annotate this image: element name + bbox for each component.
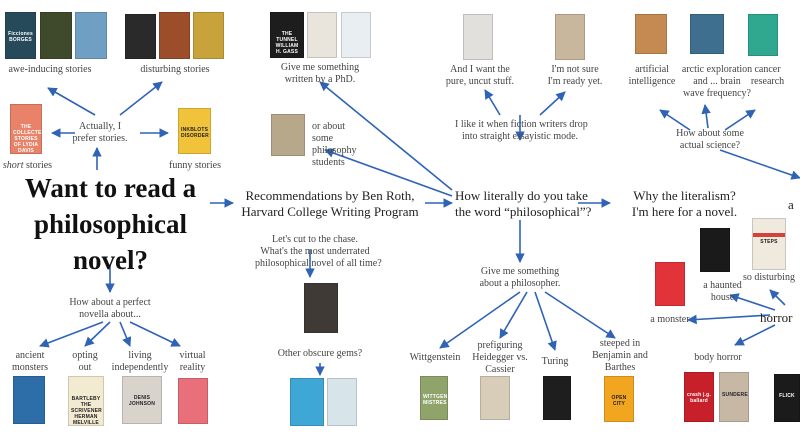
node-turing: Turing xyxy=(541,356,569,367)
book-cover xyxy=(307,12,337,58)
node-not-sure: I'm not sure I'm ready yet. xyxy=(547,64,603,87)
node-pure-stuff: And I want the pure, uncut stuff. xyxy=(445,64,515,87)
book-cover-ficciones: Ficciones BORGES xyxy=(5,12,36,59)
arrow xyxy=(47,87,96,116)
node-so-disturbing: so disturbing xyxy=(743,272,795,283)
arrow xyxy=(119,321,132,347)
book-cover-inkblots: INKBLOTS DISORDER xyxy=(178,108,211,154)
book-cover-flick: FLICK xyxy=(774,374,800,422)
node-short-stories: short stories xyxy=(2,160,53,171)
node-heidegger: prefiguring Heidegger vs. Cassier xyxy=(472,340,528,375)
book-cover-open-city: OPEN CITY xyxy=(604,376,634,422)
node-artificial-intelligence: artificial intelligence xyxy=(628,64,676,87)
arrow xyxy=(701,104,711,129)
arrow xyxy=(119,81,163,116)
arrow xyxy=(39,321,104,348)
node-ancient-monsters: ancient monsters xyxy=(11,350,49,373)
node-virtual-reality: virtual reality xyxy=(179,350,206,373)
node-essayistic: I like it when fiction writers drop into… xyxy=(455,119,588,142)
node-cut-to-chase: Let's cut to the chase. What's the most … xyxy=(255,234,382,269)
book-cover xyxy=(75,12,107,59)
book-cover xyxy=(635,14,667,54)
node-why-literalism: Why the literalism? I'm here for a novel… xyxy=(631,188,738,219)
arrow xyxy=(769,289,786,306)
book-cover xyxy=(304,283,338,333)
book-cover-crash: crash j.g. ballard xyxy=(684,372,714,422)
book-cover xyxy=(655,262,685,306)
node-cutoff-a: a xyxy=(788,197,794,212)
book-cover xyxy=(40,12,72,59)
node-phd: Give me something written by a PhD. xyxy=(280,62,360,85)
book-cover xyxy=(480,376,510,420)
node-funny-stories: funny stories xyxy=(169,160,221,171)
book-cover-steps: STEPS xyxy=(752,218,786,270)
node-a-monster: a monster xyxy=(650,314,690,325)
node-benjamin-barthes: steeped in Benjamin and Barthes xyxy=(592,338,648,373)
arrow xyxy=(534,291,557,351)
arrow xyxy=(129,321,181,347)
node-awe-stories: awe-inducing stories xyxy=(8,64,92,75)
arrow xyxy=(719,149,800,180)
arrow xyxy=(484,89,501,116)
book-cover xyxy=(159,12,190,59)
node-haunted-house: a haunted house xyxy=(703,280,742,303)
book-cover-sundered: SUNDERED xyxy=(719,372,749,422)
book-cover xyxy=(290,378,324,426)
book-cover-train-dreams: DENIS JOHNSON xyxy=(122,376,162,424)
book-cover xyxy=(555,14,585,60)
arrow xyxy=(724,109,756,131)
book-cover-the-tunnel: THE TUNNEL WILLIAM H. GASS xyxy=(270,12,304,58)
book-cover xyxy=(193,12,224,59)
book-cover xyxy=(543,376,571,420)
node-obscure-gems: Other obscure gems? xyxy=(277,348,363,359)
arrow xyxy=(659,109,691,131)
node-arctic-exploration: arctic exploration and ... brain wave fr… xyxy=(681,64,753,99)
book-cover xyxy=(748,14,778,56)
book-cover-wittgensteins-mistress: WITTGENSTEIN'S MISTRESS xyxy=(420,376,448,420)
node-philosophy-students: or about some philosophy students xyxy=(312,121,357,168)
stripe xyxy=(753,233,785,237)
node-cancer-research: cancer research xyxy=(750,64,785,87)
node-novella: How about a perfect novella about... xyxy=(69,297,151,320)
node-about-philosopher: Give me something about a philosopher. xyxy=(479,266,561,289)
node-actually-stories: Actually, I prefer stories. xyxy=(72,121,128,144)
book-cover xyxy=(341,12,371,58)
book-cover xyxy=(463,14,493,60)
arrow xyxy=(84,321,111,347)
node-body-horror: body horror xyxy=(694,352,742,363)
book-cover xyxy=(178,378,208,424)
book-cover-collected-stories: THE COLLECTED STORIES OF LYDIA DAVIS xyxy=(10,104,42,154)
node-living-independently: living independently xyxy=(111,350,169,373)
node-actual-science: How about some actual science? xyxy=(676,128,744,151)
node-opting-out: opting out xyxy=(72,350,98,373)
arrow xyxy=(544,291,616,339)
arrow xyxy=(734,324,776,346)
node-recommendations: Recommendations by Ben Roth, Harvard Col… xyxy=(241,188,419,219)
book-cover-bartleby: BARTLEBY THE SCRIVENER HERMAN MELVILLE xyxy=(68,376,104,426)
book-cover xyxy=(271,114,305,156)
book-cover xyxy=(327,378,357,426)
book-cover xyxy=(700,228,730,272)
book-cover xyxy=(125,14,156,59)
book-cover xyxy=(13,376,45,424)
arrow xyxy=(539,91,566,116)
node-disturbing-stories: disturbing stories xyxy=(140,64,210,75)
node-wittgenstein: Wittgenstein xyxy=(409,352,461,363)
node-how-literally: How literally do you take the word “phil… xyxy=(455,188,592,219)
book-cover xyxy=(690,14,724,54)
page-title: Want to read a philosophical novel? xyxy=(24,173,197,275)
arrow xyxy=(687,314,771,325)
node-horror: horror xyxy=(760,310,793,325)
arrow xyxy=(499,291,528,339)
